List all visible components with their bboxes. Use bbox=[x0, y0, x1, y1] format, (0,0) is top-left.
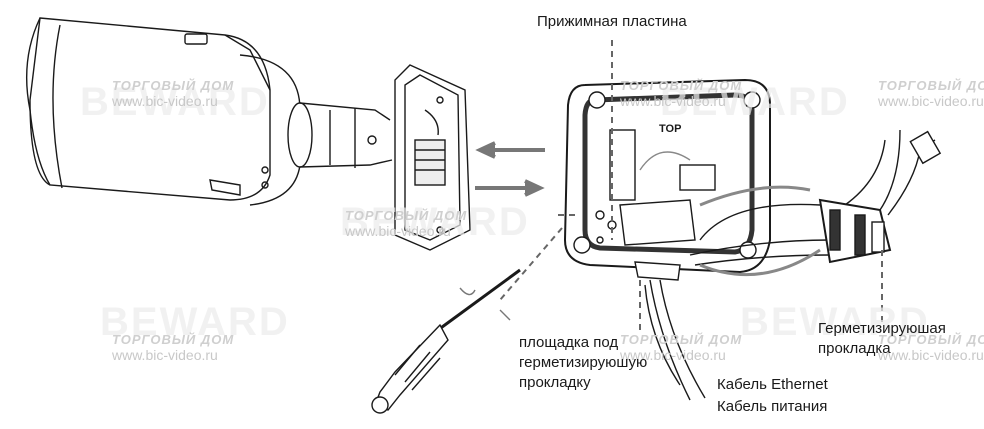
camera-body bbox=[26, 17, 301, 206]
cable-route-arrow bbox=[699, 185, 811, 207]
label-power-cable: Кабель питания bbox=[717, 398, 828, 415]
mount-plate bbox=[394, 64, 471, 251]
screwdriver bbox=[371, 268, 521, 414]
box-top-mark: TOP bbox=[659, 123, 681, 135]
junction-box bbox=[563, 78, 771, 281]
cable-route-arrow bbox=[699, 248, 821, 277]
callout-lines bbox=[499, 40, 883, 330]
label-gasket-pad: площадка под герметизируюшую прокладку bbox=[519, 334, 648, 391]
label-pressure-plate: Прижимная пластина bbox=[537, 13, 687, 30]
direction-arrows bbox=[475, 141, 545, 197]
cables bbox=[644, 129, 942, 401]
label-ethernet-cable: Кабель Ethernet bbox=[717, 376, 828, 393]
label-sealing-gasket: Герметизируюшая прокладка bbox=[818, 320, 946, 357]
camera-mount-arm bbox=[287, 102, 393, 168]
cable-gland bbox=[818, 198, 892, 264]
